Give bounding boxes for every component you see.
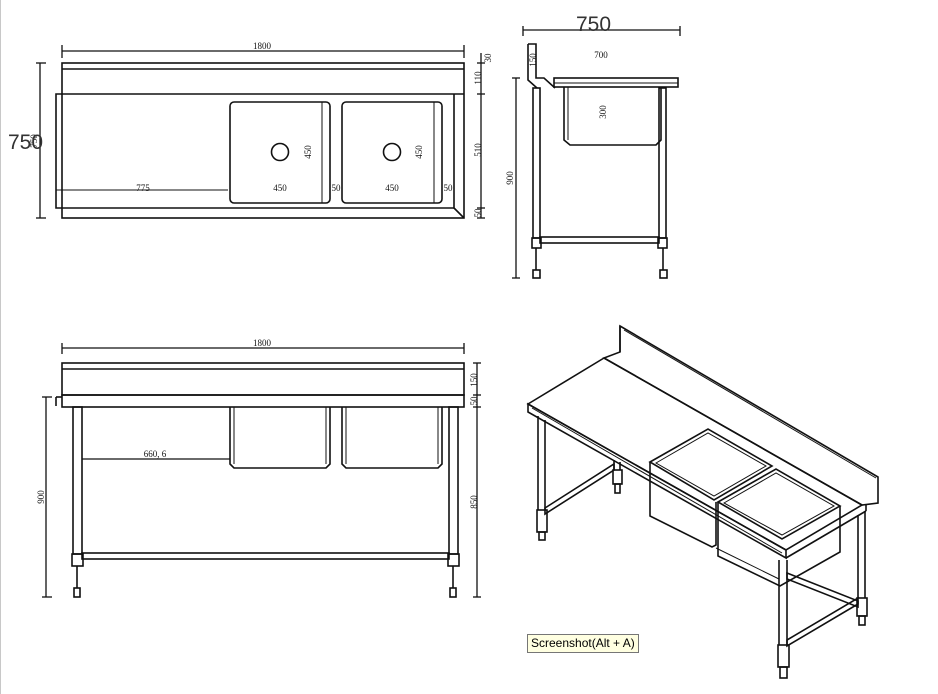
- top-view-outline: [61, 62, 465, 219]
- drain-hole-left: [270, 142, 290, 162]
- dim-bowl1-width: 450: [273, 183, 287, 193]
- dim-top-width: 1800: [253, 41, 272, 51]
- dim-side-height: 900: [505, 171, 515, 185]
- dim-bowl-depth: 300: [598, 105, 608, 119]
- dim-front-height: 900: [36, 490, 46, 504]
- dim-side-width: 700: [594, 50, 608, 60]
- dim-front-rim: 50: [469, 396, 479, 406]
- dim-working-height: 850: [469, 495, 479, 509]
- dim-front-width: 1800: [253, 338, 272, 348]
- dim-front-splash: 150: [469, 373, 479, 387]
- top-view: 1800 750 750 775 450 50 450 50 450 450 3…: [8, 41, 493, 219]
- dim-drainboard: 775: [136, 183, 150, 193]
- dim-splash-height: 150: [528, 53, 538, 67]
- isometric-view: [526, 324, 879, 679]
- sink-bowl-left: [229, 101, 331, 204]
- overlay-depth-label: 750: [8, 131, 43, 154]
- overlay-side-width: 750: [576, 13, 611, 36]
- dim-bowl2-width: 450: [385, 183, 399, 193]
- side-view: 750 700 300 150 900: [505, 13, 681, 279]
- dim-bowl-zone: 510: [473, 143, 483, 157]
- dim-front-lip: 50: [473, 208, 483, 218]
- window-left-border: [0, 0, 1, 694]
- sink-bowl-right: [341, 101, 443, 204]
- dim-bowl1-depth: 450: [303, 145, 313, 159]
- dim-top-depth: 750: [29, 134, 39, 148]
- dim-leg-inset: 660, 6: [144, 449, 167, 459]
- dim-gap2: 50: [444, 183, 454, 193]
- dim-backsplash: 110: [473, 71, 483, 85]
- dim-bowl2-depth: 450: [414, 145, 424, 159]
- front-view: 1800 660, 6 900: [36, 338, 481, 598]
- dim-gap1: 50: [332, 183, 342, 193]
- screenshot-tooltip: Screenshot(Alt + A): [527, 634, 639, 653]
- dim-top-edge: 30: [483, 53, 493, 63]
- drain-hole-right: [382, 142, 402, 162]
